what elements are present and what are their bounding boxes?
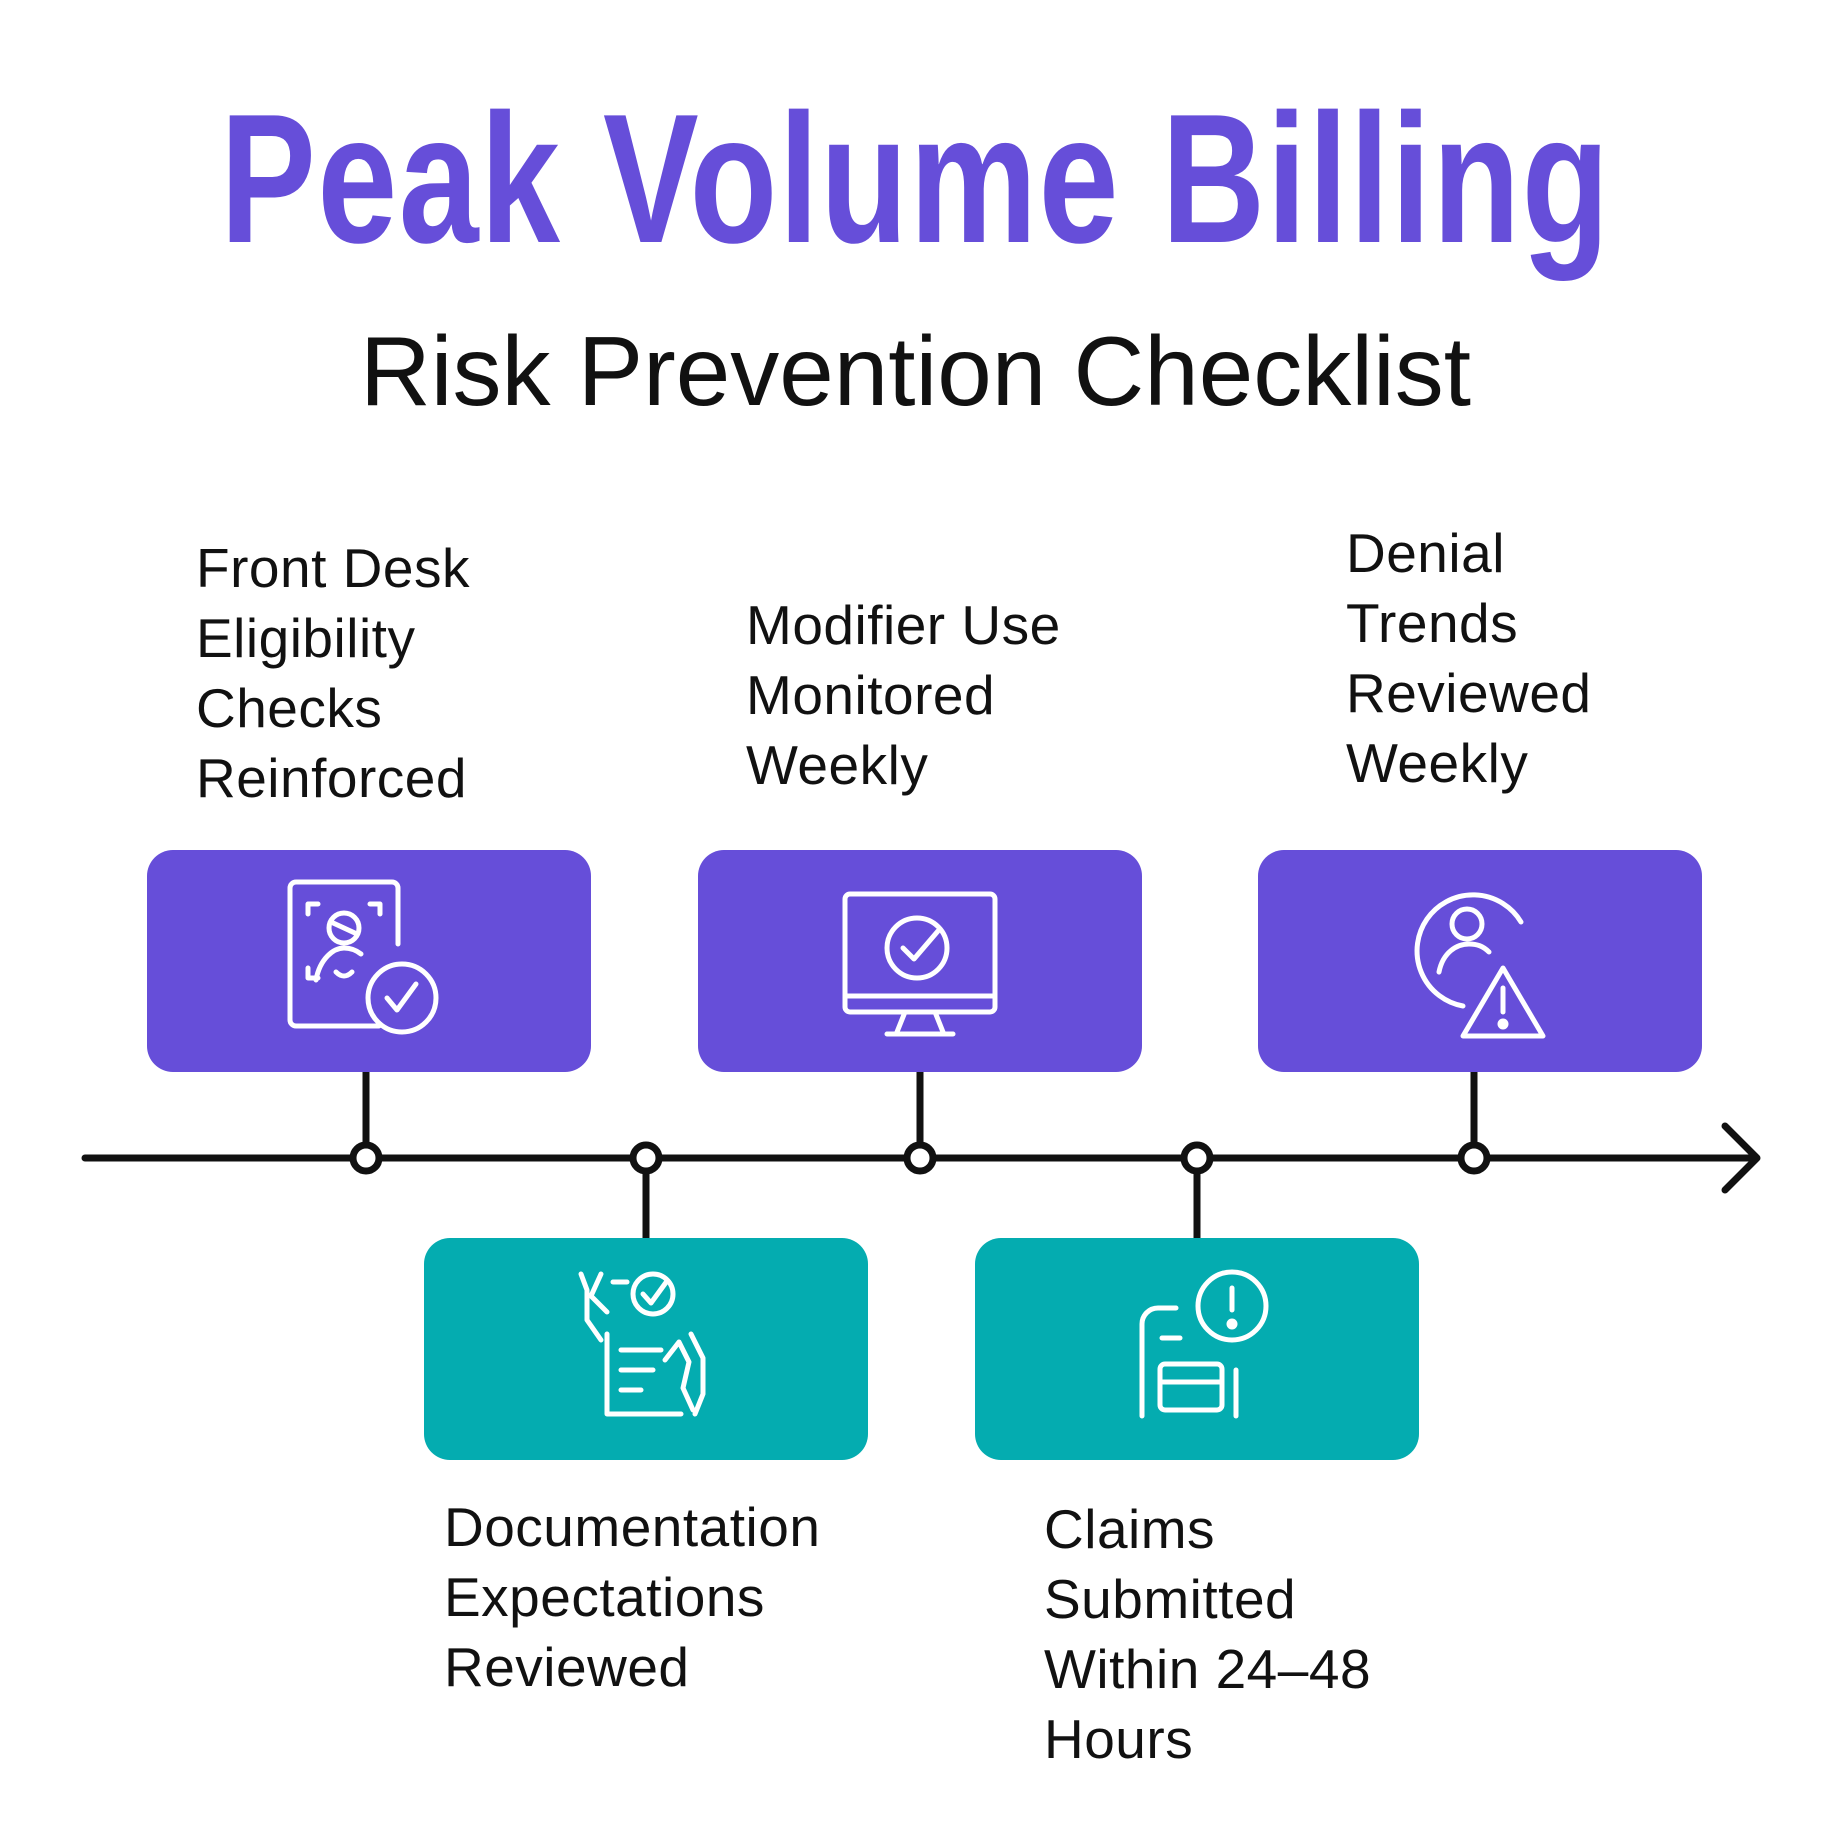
step-5-label: Denial Trends Reviewed Weekly xyxy=(1346,518,1592,798)
step-3-label: Modifier Use Monitored Weekly xyxy=(746,590,1061,800)
step-4-line-3: Within 24–48 xyxy=(1044,1638,1372,1700)
step-3-line-1: Modifier Use xyxy=(746,594,1061,656)
step-1-line-4: Reinforced xyxy=(196,747,467,809)
step-1-line-3: Checks xyxy=(196,677,383,739)
timeline-node-5 xyxy=(1457,1141,1491,1175)
step-5-line-3: Reviewed xyxy=(1346,662,1592,724)
user-warning-icon xyxy=(1414,892,1546,1039)
step-2-line-2: Expectations xyxy=(444,1566,765,1628)
page-title: Peak Volume Billing xyxy=(220,75,1611,281)
step-5-line-1: Denial xyxy=(1346,522,1505,584)
step-5-line-4: Weekly xyxy=(1346,732,1529,794)
step-4-label: Claims Submitted Within 24–48 Hours xyxy=(1044,1494,1371,1774)
step-2-card xyxy=(424,1238,868,1460)
timeline-node-1 xyxy=(349,1141,383,1175)
id-check-icon xyxy=(287,879,439,1035)
timeline-node-2 xyxy=(629,1141,663,1175)
claim-alert-icon xyxy=(1139,1269,1269,1419)
step-4-card xyxy=(975,1238,1419,1460)
step-5-card xyxy=(1258,850,1702,1072)
step-2-line-1: Documentation xyxy=(444,1496,821,1558)
step-4-line-1: Claims xyxy=(1044,1498,1216,1560)
page-subtitle: Risk Prevention Checklist xyxy=(359,316,1472,426)
step-1-card xyxy=(147,850,591,1072)
step-4-line-4: Hours xyxy=(1044,1708,1194,1770)
step-4-line-2: Submitted xyxy=(1044,1568,1297,1630)
timeline-node-3 xyxy=(903,1141,937,1175)
step-3-card xyxy=(698,850,1142,1072)
timeline-arrowhead xyxy=(1721,1122,1761,1194)
step-1-line-1: Front Desk xyxy=(196,537,470,599)
step-3-line-2: Monitored xyxy=(746,664,996,726)
timeline-node-4 xyxy=(1180,1141,1214,1175)
step-2-label: Documentation Expectations Reviewed xyxy=(444,1492,820,1702)
step-5-line-2: Trends xyxy=(1346,592,1519,654)
step-1-label: Front Desk Eligibility Checks Reinforced xyxy=(196,533,470,813)
step-2-line-3: Reviewed xyxy=(444,1636,690,1698)
hand-document-check-icon xyxy=(578,1271,706,1417)
monitor-check-icon xyxy=(842,891,998,1037)
step-1-line-2: Eligibility xyxy=(196,607,416,669)
step-3-line-3: Weekly xyxy=(746,734,929,796)
